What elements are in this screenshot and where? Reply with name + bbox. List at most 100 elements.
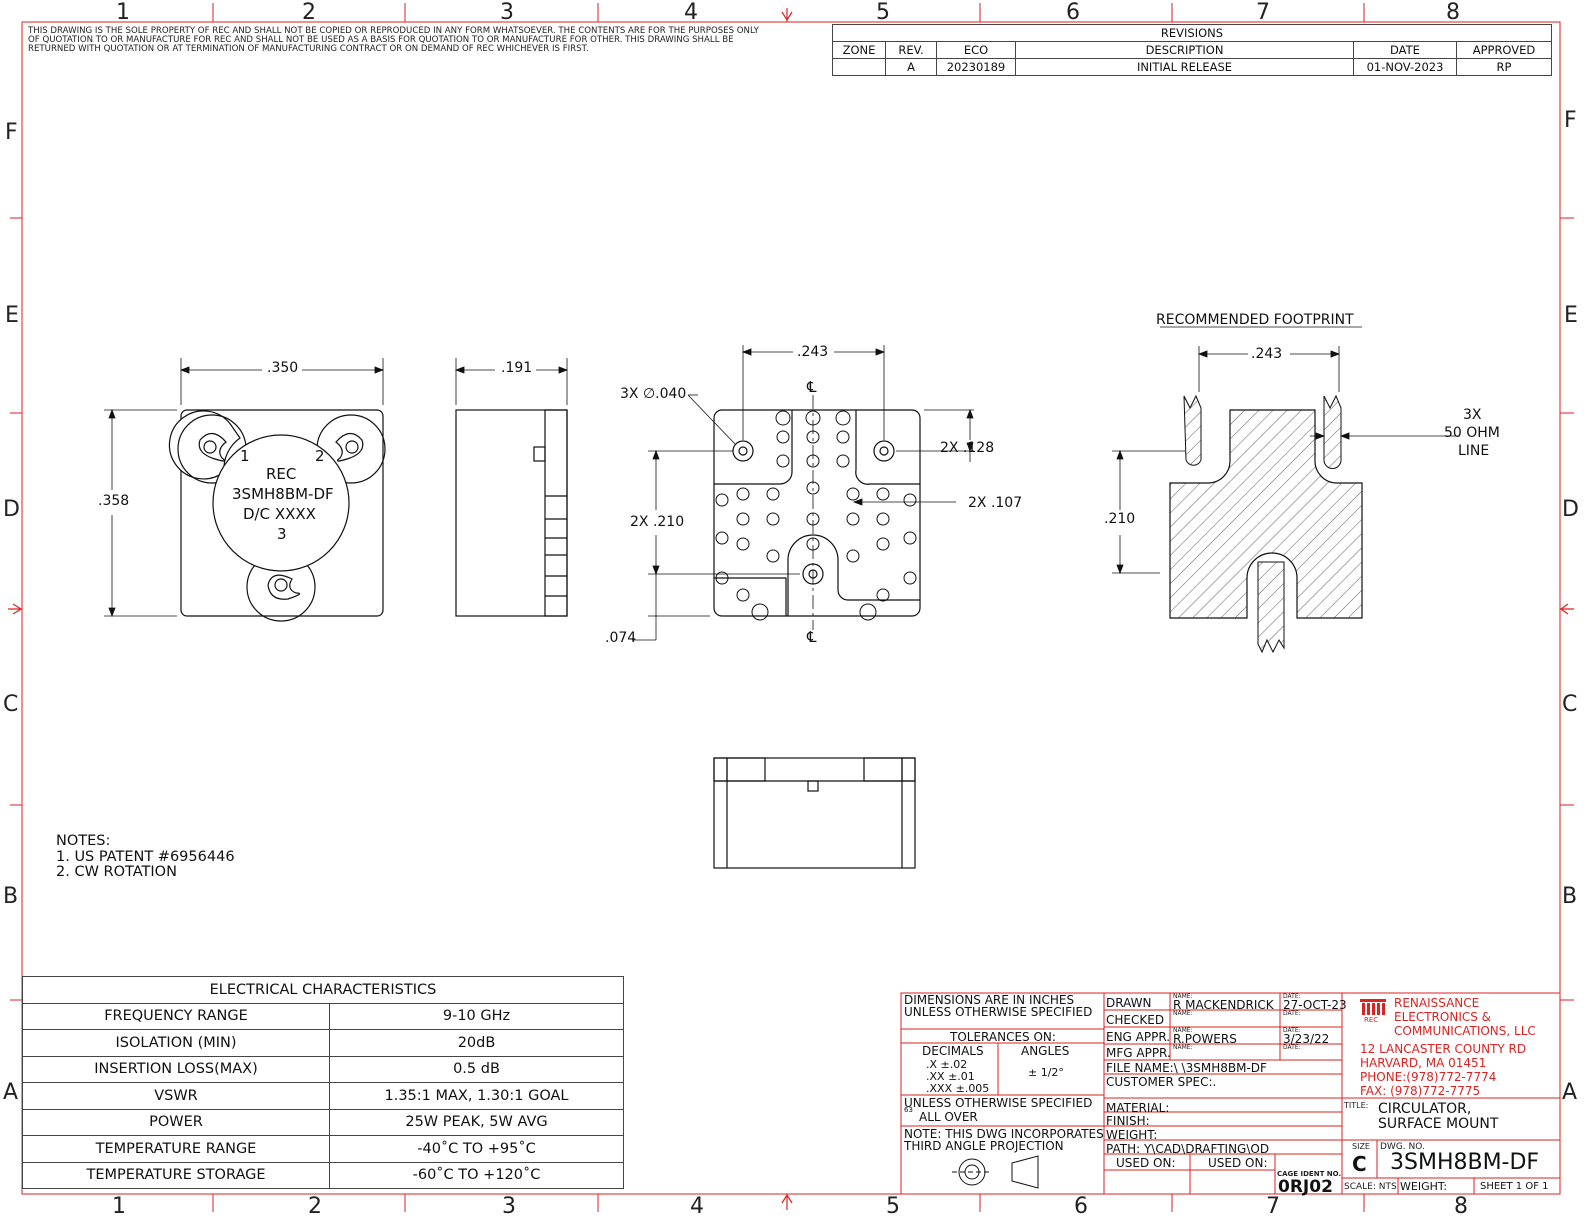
tb-tolerances: TOLERANCES ON: <box>950 1030 1056 1044</box>
revisions-row: A 20230189 INITIAL RELEASE 01-NOV-2023 R… <box>832 58 1552 76</box>
zone-left-C: C <box>3 692 19 717</box>
tb-phone: PHONE:(978)772-7774 <box>1360 1070 1497 1084</box>
revisions-header-row: ZONE REV. ECO DESCRIPTION DATE APPROVED <box>832 41 1552 59</box>
tb-projection-line1: NOTE: THIS DWG INCORPORATES <box>904 1127 1104 1141</box>
tb-drawn-date: 27-OCT-23 <box>1283 998 1347 1012</box>
footprint-note-3x: 3X <box>1463 407 1482 423</box>
dim-side-width: .191 <box>501 360 533 376</box>
tb-date-caption: DATE: <box>1283 993 1301 1000</box>
tb-tol-xx: .XX ±.01 <box>926 1070 975 1083</box>
tb-company-line3: COMMUNICATIONS, LLC <box>1394 1024 1536 1038</box>
tb-file-name: FILE NAME:\ \3SMH8BM-DF <box>1106 1061 1267 1075</box>
zone-right-A: A <box>1562 1080 1578 1105</box>
param-value: 20dB <box>329 1029 624 1057</box>
table-row: INSERTION LOSS(MAX)0.5 dB <box>22 1055 624 1083</box>
tb-drawn-label: DRAWN <box>1106 996 1152 1010</box>
notes-block: NOTES: 1. US PATENT #6956446 2. CW ROTAT… <box>56 833 235 881</box>
zone-right-F: F <box>1564 108 1577 133</box>
zone-bottom-4: 4 <box>690 1194 704 1219</box>
dim-074: .074 <box>605 630 637 646</box>
tb-cage-code: 0RJ02 <box>1278 1177 1333 1197</box>
footprint-dim-spacing: .243 <box>1251 346 1283 362</box>
dim-bottom-spacing: .243 <box>797 344 829 360</box>
rev-cell-eco: 20230189 <box>936 58 1016 76</box>
tb-checked-label: CHECKED <box>1106 1013 1165 1027</box>
footprint-view <box>1169 394 1363 654</box>
revisions-title: REVISIONS <box>832 24 1552 42</box>
table-row: ISOLATION (MIN)20dB <box>22 1029 624 1057</box>
third-angle-projection-symbol <box>952 1155 1039 1189</box>
zone-bottom-3: 3 <box>502 1194 516 1219</box>
tb-dims-line2: UNLESS OTHERWISE SPECIFIED <box>904 1005 1093 1019</box>
centerline-bottom-symbol: ℄ <box>807 628 817 646</box>
tb-material: MATERIAL: <box>1106 1101 1170 1115</box>
zone-top-5: 5 <box>876 0 890 25</box>
port-1-label: 1 <box>240 447 250 465</box>
rev-col-approved: APPROVED <box>1456 41 1552 59</box>
part-label-rec: REC <box>266 465 297 483</box>
bottom-view-vias <box>715 410 917 621</box>
tb-name-caption: NAME: <box>1173 1044 1193 1051</box>
tb-mfg-label: MFG APPR. <box>1106 1046 1171 1060</box>
zone-top-4: 4 <box>684 0 698 25</box>
rev-col-zone: ZONE <box>832 41 886 59</box>
centerline-top-symbol: ℄ <box>807 378 817 396</box>
tb-name-caption: NAME: <box>1173 993 1193 1000</box>
revisions-table: REVISIONS ZONE REV. ECO DESCRIPTION DATE… <box>832 24 1552 76</box>
tb-drawing-number: 3SMH8BM-DF <box>1390 1150 1540 1175</box>
port-3-label: 3 <box>277 525 287 543</box>
rev-cell-zone <box>832 58 886 76</box>
zone-right-C: C <box>1562 692 1578 717</box>
dim-top-height: .358 <box>98 493 130 509</box>
dim-2x-107: 2X .107 <box>968 495 1023 511</box>
rev-col-rev: REV. <box>885 41 937 59</box>
rev-cell-date: 01-NOV-2023 <box>1353 58 1457 76</box>
tb-title-line1: CIRCULATOR, <box>1378 1101 1472 1117</box>
tb-eng-date: 3/23/22 <box>1283 1032 1330 1046</box>
rev-cell-description: INITIAL RELEASE <box>1015 58 1354 76</box>
zone-right-D: D <box>1562 497 1579 522</box>
zone-left-B: B <box>3 884 19 909</box>
table-row: TEMPERATURE RANGE-40˚C TO +95˚C <box>22 1135 624 1163</box>
top-view-dims <box>104 358 385 618</box>
notes-title: NOTES: <box>56 833 111 849</box>
tb-title-line2: SURFACE MOUNT <box>1378 1116 1499 1132</box>
param-name: ISOLATION (MIN) <box>22 1029 330 1057</box>
tb-scale: SCALE: NTS <box>1344 1182 1397 1192</box>
rev-col-eco: ECO <box>936 41 1016 59</box>
tb-name-caption: NAME: <box>1173 1010 1193 1017</box>
zone-bottom-2: 2 <box>308 1194 322 1219</box>
param-name: INSERTION LOSS(MAX) <box>22 1055 330 1083</box>
tb-date-caption: DATE: <box>1283 1010 1301 1017</box>
param-value: 0.5 dB <box>329 1055 624 1083</box>
tb-dims-line1: DIMENSIONS ARE IN INCHES <box>904 993 1075 1007</box>
tb-used-on-1: USED ON: <box>1116 1156 1176 1170</box>
zone-bottom-1: 1 <box>112 1194 126 1219</box>
param-name: VSWR <box>22 1082 330 1110</box>
zone-left-A: A <box>3 1080 19 1105</box>
tb-angles-header: ANGLES <box>1021 1044 1070 1058</box>
tb-weight-2: WEIGHT: <box>1400 1180 1448 1193</box>
side-view-dims <box>454 358 569 405</box>
param-name: POWER <box>22 1108 330 1136</box>
zone-top-6: 6 <box>1066 0 1080 25</box>
tb-tol-x: .X ±.02 <box>926 1058 968 1071</box>
zone-right-B: B <box>1562 884 1578 909</box>
tb-projection-line2: THIRD ANGLE PROJECTION <box>904 1139 1064 1153</box>
top-view-body <box>180 409 384 617</box>
port-2-label: 2 <box>315 447 325 465</box>
zone-bottom-8: 8 <box>1454 1194 1468 1219</box>
tb-size: C <box>1352 1152 1367 1176</box>
tb-finish-line1: UNLESS OTHERWISE SPECIFIED <box>904 1096 1093 1110</box>
zone-top-3: 3 <box>500 0 514 25</box>
tb-used-on-2: USED ON: <box>1208 1156 1268 1170</box>
tb-company-line1: RENAISSANCE <box>1394 996 1480 1010</box>
tb-weight: WEIGHT: <box>1106 1128 1158 1142</box>
dim-top-width: .350 <box>267 360 299 376</box>
tb-fax: FAX: (978)772-7775 <box>1360 1084 1481 1098</box>
tb-tol-angle: ± 1/2° <box>1028 1066 1064 1079</box>
center-arrows <box>8 8 1574 1210</box>
